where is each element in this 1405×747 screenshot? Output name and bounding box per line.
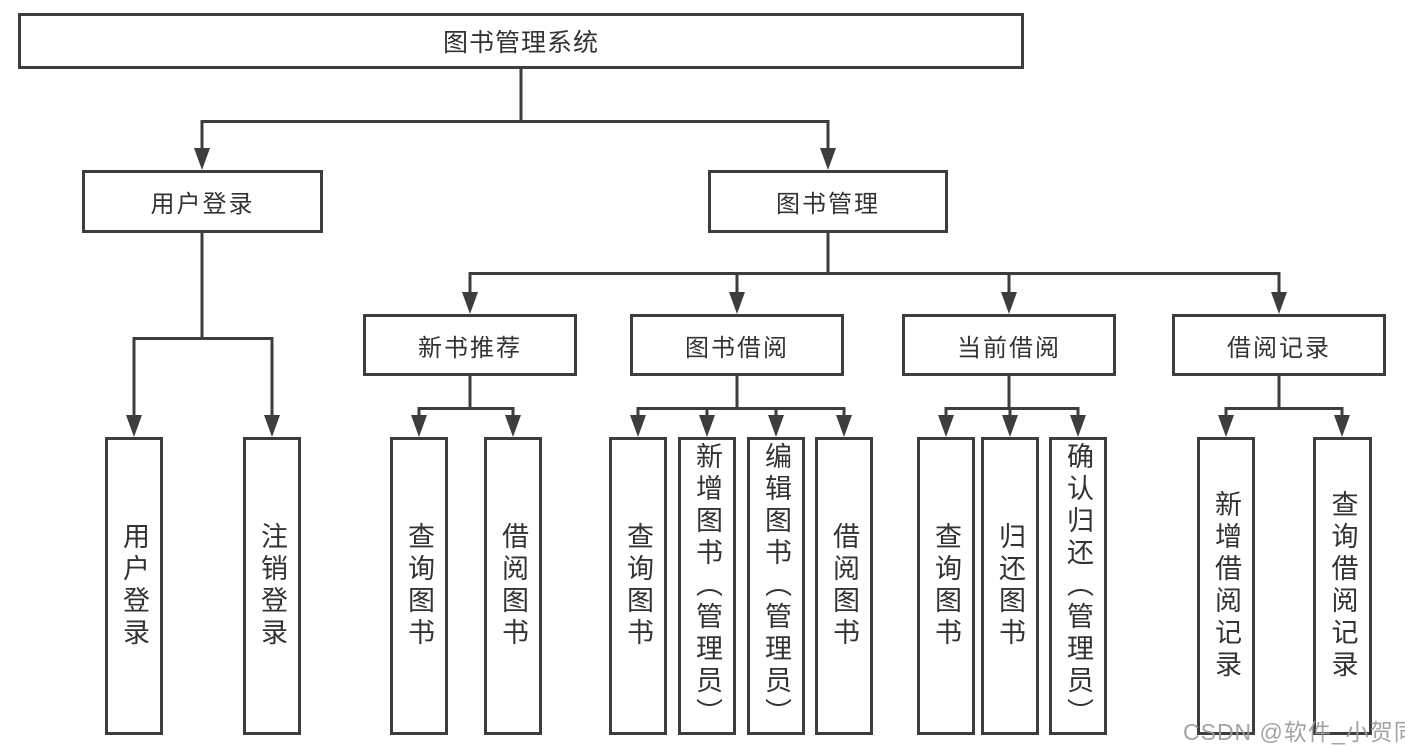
- leaf-user-login: 用户登录: [105, 437, 163, 735]
- leaf-logout-login: 注销登录: [243, 437, 301, 735]
- leaf-query-books-borrowing: 查询图书: [609, 437, 667, 735]
- leaf-query-borrow-record: 查询借阅记录: [1313, 437, 1372, 735]
- leaf-borrow-books: 借阅图书: [815, 437, 873, 735]
- leaf-add-book-admin: 新增图书（管理员）: [678, 437, 736, 735]
- csdn-watermark: CSDN @软件_小贺同学: [1183, 719, 1405, 745]
- leaf-return-books: 归还图书: [981, 437, 1039, 735]
- arrow-down-icons: [126, 148, 1350, 437]
- node-new-book-recommendation: 新书推荐: [363, 314, 577, 376]
- node-library-management-system: 图书管理系统: [18, 13, 1024, 69]
- node-current-borrowing: 当前借阅: [902, 314, 1116, 376]
- leaf-borrow-books-recommend: 借阅图书: [484, 437, 542, 735]
- leaf-edit-book-admin: 编辑图书（管理员）: [747, 437, 805, 735]
- node-borrowing-records: 借阅记录: [1172, 314, 1386, 376]
- node-user-login: 用户登录: [82, 170, 323, 233]
- node-book-borrowing: 图书借阅: [630, 314, 844, 376]
- leaf-confirm-return-admin: 确认归还（管理员）: [1049, 437, 1107, 735]
- leaf-query-books-recommend: 查询图书: [390, 437, 448, 735]
- leaf-add-borrow-record: 新增借阅记录: [1197, 437, 1255, 735]
- leaf-query-books-current: 查询图书: [917, 437, 975, 735]
- node-book-management: 图书管理: [708, 170, 948, 233]
